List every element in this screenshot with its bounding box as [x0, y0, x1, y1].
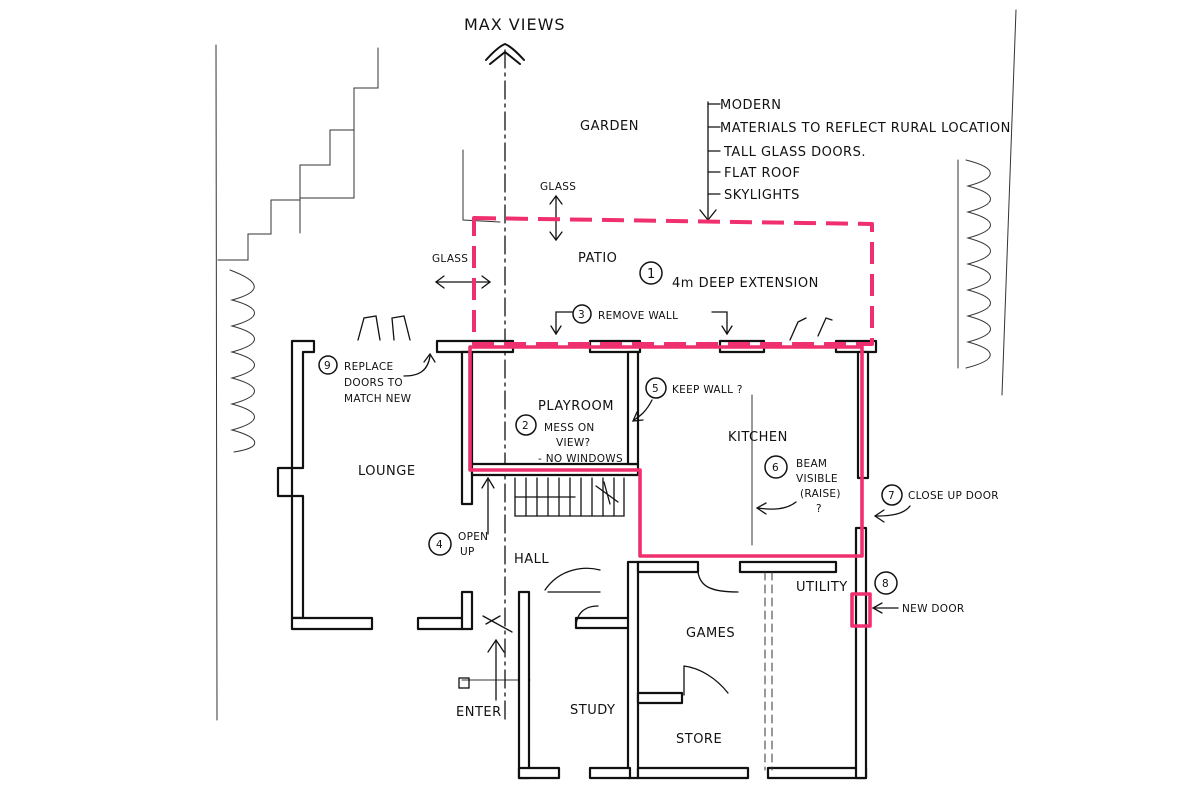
annotation-number: 6: [772, 462, 779, 474]
glass-arrow-top: GLASS: [540, 181, 576, 242]
annotation-6: 6 BEAM VISIBLE (RAISE) ?: [755, 455, 841, 515]
annotation-text: REPLACE: [344, 361, 393, 373]
annotation-number: 1: [647, 267, 656, 282]
annotation-text: CLOSE UP DOOR: [908, 490, 999, 502]
annotation-5: 5 KEEP WALL ?: [631, 377, 743, 422]
annotation-number-badge: [881, 484, 903, 506]
hedge-left: [229, 269, 256, 453]
annotation-text: ?: [816, 503, 822, 515]
annotation-number: 5: [652, 383, 659, 395]
room-label-patio: PATIO: [578, 251, 617, 266]
annotation-4: 4 OPEN UP: [428, 476, 495, 558]
room-label-playroom: PLAYROOM: [538, 399, 614, 414]
room-label-utility: UTILITY: [796, 580, 848, 595]
annotation-7: 7 CLOSE UP DOOR: [873, 484, 999, 523]
annotation-number: 8: [882, 578, 889, 590]
room-labels: PATIO PLAYROOM KITCHEN LOUNGE HALL UTILI…: [358, 251, 848, 747]
annotation-number-badge: [874, 571, 898, 595]
annotation-3: 3 REMOVE WALL: [550, 304, 733, 336]
annotation-text: 4m DEEP EXTENSION: [672, 276, 819, 291]
annotation-9: 9 REPLACE DOORS TO MATCH NEW: [318, 352, 436, 405]
annotation-number: 3: [578, 309, 585, 321]
annotation-number-badge: [515, 414, 537, 436]
room-label-garden: GARDEN: [580, 119, 639, 134]
room-label-games: GAMES: [686, 626, 735, 641]
room-label-study: STUDY: [570, 703, 615, 718]
room-label-hall: HALL: [514, 552, 549, 567]
annotation-8: 8 NEW DOOR: [871, 571, 965, 615]
annotation-text: KEEP WALL ?: [672, 384, 743, 396]
annotation-text: UP: [460, 546, 475, 558]
annotation-2: 2 MESS ON VIEW? - NO WINDOWS: [515, 414, 623, 465]
annotation-number-badge: [318, 355, 338, 375]
hedge-right: [957, 159, 991, 369]
note-item: MODERN: [720, 98, 781, 113]
site-context: [215, 9, 1017, 721]
annotation-text: DOORS TO: [344, 377, 403, 389]
door-swings: [357, 315, 833, 696]
note-item: FLAT ROOF: [724, 166, 800, 181]
note-item: TALL GLASS DOORS.: [723, 145, 866, 160]
note-item: SKYLIGHTS: [724, 188, 800, 203]
annotation-1: 1 4m DEEP EXTENSION: [639, 261, 819, 291]
annotation-text: VIEW?: [556, 437, 590, 449]
glass-arrow-left: GLASS: [432, 253, 492, 289]
annotation-text: BEAM: [796, 458, 827, 470]
annotation-number: 4: [436, 539, 443, 551]
room-label-store: STORE: [676, 732, 722, 747]
annotation-number-badge: [572, 304, 592, 324]
annotation-number-badge: [639, 261, 663, 285]
annotation-number: 9: [324, 360, 331, 372]
glass-label: GLASS: [432, 253, 468, 265]
room-label-lounge: LOUNGE: [358, 464, 416, 479]
proposed-rooms-outline: [468, 345, 872, 628]
view-axis: MAX VIEWS: [464, 15, 566, 721]
annotation-number-badge: [645, 377, 667, 399]
annotation-text: - NO WINDOWS: [538, 453, 623, 465]
annotation-text: MESS ON: [544, 422, 595, 434]
design-notes: MODERN MATERIALS TO REFLECT RURAL LOCATI…: [699, 98, 1011, 222]
annotation-number: 2: [522, 420, 529, 432]
diagram-title: MAX VIEWS: [464, 15, 566, 34]
annotation-number-badge: [428, 532, 452, 556]
annotation-text: MATCH NEW: [344, 393, 412, 405]
enter-label: ENTER: [456, 705, 502, 720]
glass-label: GLASS: [540, 181, 576, 193]
extension-outline: [472, 216, 874, 346]
annotation-number: 7: [888, 490, 895, 502]
annotation-text: NEW DOOR: [902, 603, 965, 615]
annotation-text: REMOVE WALL: [598, 310, 678, 322]
annotation-number-badge: [764, 455, 788, 479]
annotation-text: (RAISE): [800, 488, 841, 500]
note-item: MATERIALS TO REFLECT RURAL LOCATION: [720, 121, 1011, 136]
annotation-text: VISIBLE: [796, 473, 838, 485]
annotation-text: OPEN: [458, 531, 488, 543]
room-label-kitchen: KITCHEN: [728, 430, 788, 445]
